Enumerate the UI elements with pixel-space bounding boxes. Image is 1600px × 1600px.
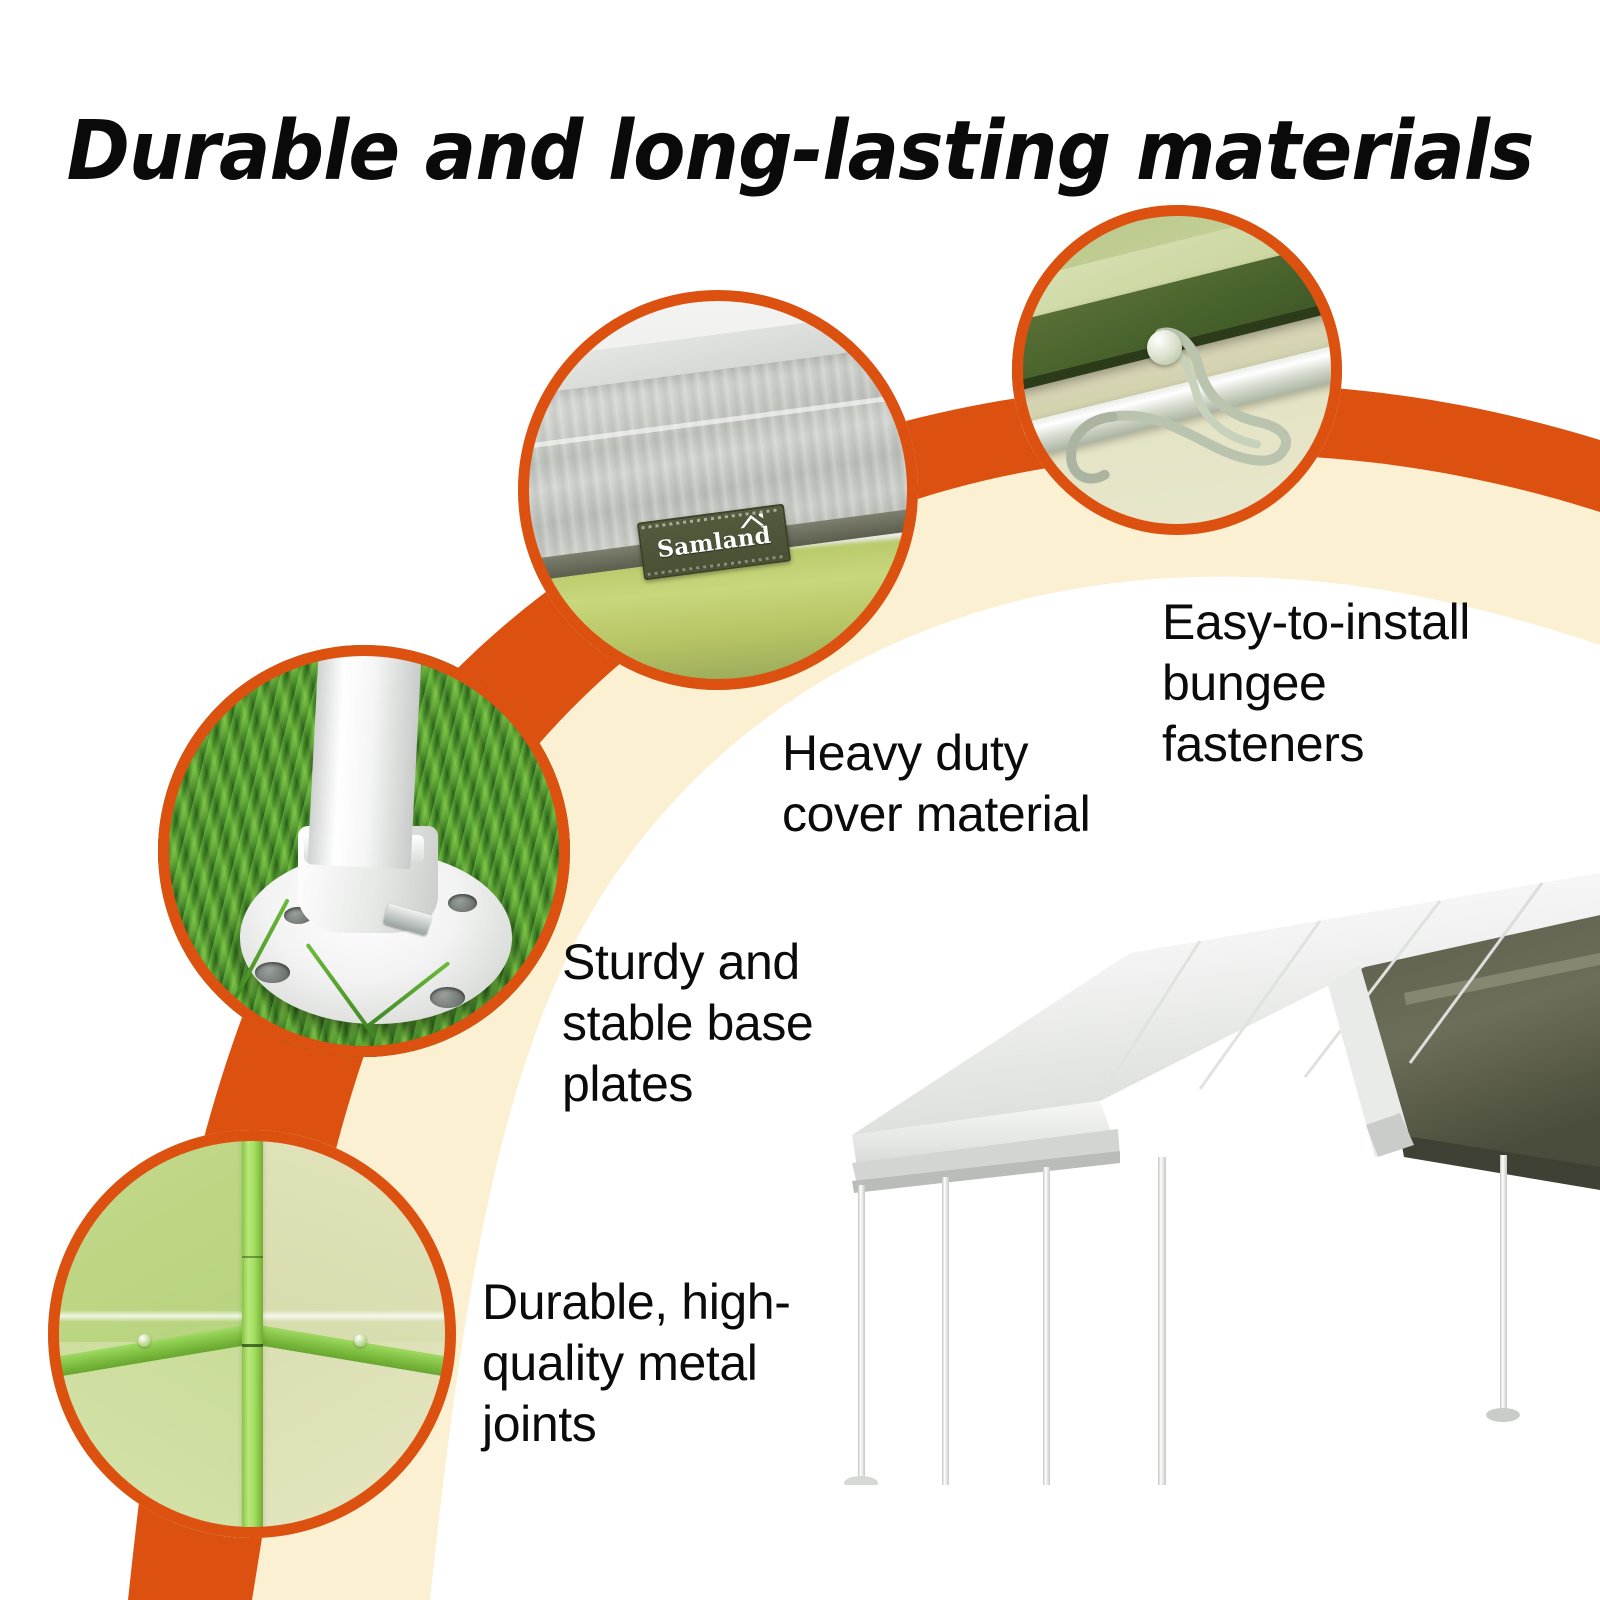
leg-4 [1158, 1157, 1166, 1549]
joint-pole-vertical [241, 1130, 263, 1538]
base-plate-1 [844, 1476, 878, 1490]
roof-seam-2 [1198, 920, 1322, 1090]
callout-label-line: plates [562, 1056, 694, 1112]
leg-5 [1500, 1155, 1507, 1417]
joint-rivet-right [354, 1334, 368, 1348]
callout-label-line: cover material [782, 786, 1091, 842]
upright-pole [306, 650, 422, 871]
canopy-front-shadow [852, 1151, 1120, 1193]
callout-label-metal-joints: Durable, high- quality metal joints [482, 1272, 802, 1455]
cover-material-photo: Samland [518, 290, 918, 690]
canopy-right-wrap [1328, 965, 1412, 1157]
product-image-carport [800, 845, 1600, 1555]
bungee-fastener-photo [1012, 205, 1342, 535]
house-roof-icon [740, 513, 765, 529]
cream-arc-band [250, 453, 1600, 1600]
canopy-quadrant-tl [48, 1130, 261, 1343]
callout-label-heavy-duty-cover: Heavy duty cover material [782, 723, 1112, 845]
metal-joint-photo [48, 1130, 456, 1538]
callout-label-line: Sturdy and [562, 934, 800, 990]
carport-illustration [844, 873, 1600, 1555]
anchor-hole-1 [254, 962, 290, 983]
callout-photo-base-plates [158, 645, 570, 1057]
canopy-quadrant-tr [260, 1130, 456, 1343]
callout-label-line: quality metal [482, 1335, 758, 1391]
callout-label-line: fasteners [1162, 716, 1365, 772]
callout-label-line: bungee [1162, 655, 1327, 711]
anchor-hole-2 [429, 986, 465, 1008]
callout-photo-metal-joints [48, 1130, 456, 1538]
canopy-quadrant-br [260, 1342, 456, 1538]
leg-2 [942, 1177, 949, 1507]
callout-label-line: stable base [562, 995, 814, 1051]
roof-seam-1 [1098, 940, 1202, 1098]
base-plate-5 [1486, 1408, 1520, 1422]
base-plate-photo [158, 645, 570, 1057]
callout-photo-bungee-fasteners [1012, 205, 1342, 535]
anchor-hole-3 [448, 894, 478, 913]
callout-photo-heavy-duty-cover: Samland [518, 290, 918, 690]
canopy-right-wrapshadow [1366, 1113, 1414, 1157]
page-title: Durable and long-lasting materials [66, 104, 1535, 199]
pole-joint-seam-upper [241, 1256, 263, 1259]
callout-label-line: Heavy duty [782, 725, 1029, 781]
canopy-quadrant-bl [48, 1342, 261, 1538]
callout-label-base-plates: Sturdy and stable base plates [562, 932, 872, 1115]
leg-3 [1043, 1167, 1050, 1527]
canopy-underside-rib [1404, 953, 1600, 1005]
pole-joint-seam-lower [241, 1344, 263, 1348]
leg-1 [858, 1185, 865, 1485]
callout-label-line: Durable, high- [482, 1274, 791, 1330]
roof-seam-4 [1408, 882, 1544, 1064]
carport-legs [858, 1155, 1507, 1549]
callout-label-line: Easy-to-install [1162, 594, 1470, 650]
roof-seam-3 [1303, 900, 1442, 1078]
brand-tag: Samland [636, 503, 792, 581]
callout-label-bungee-fasteners: Easy-to-install bungee fasteners [1162, 592, 1532, 775]
bungee-ball [1147, 330, 1182, 366]
callout-label-line: joints [482, 1396, 597, 1452]
joint-rivet-left [137, 1334, 151, 1348]
canopy-underside [1360, 915, 1600, 1175]
